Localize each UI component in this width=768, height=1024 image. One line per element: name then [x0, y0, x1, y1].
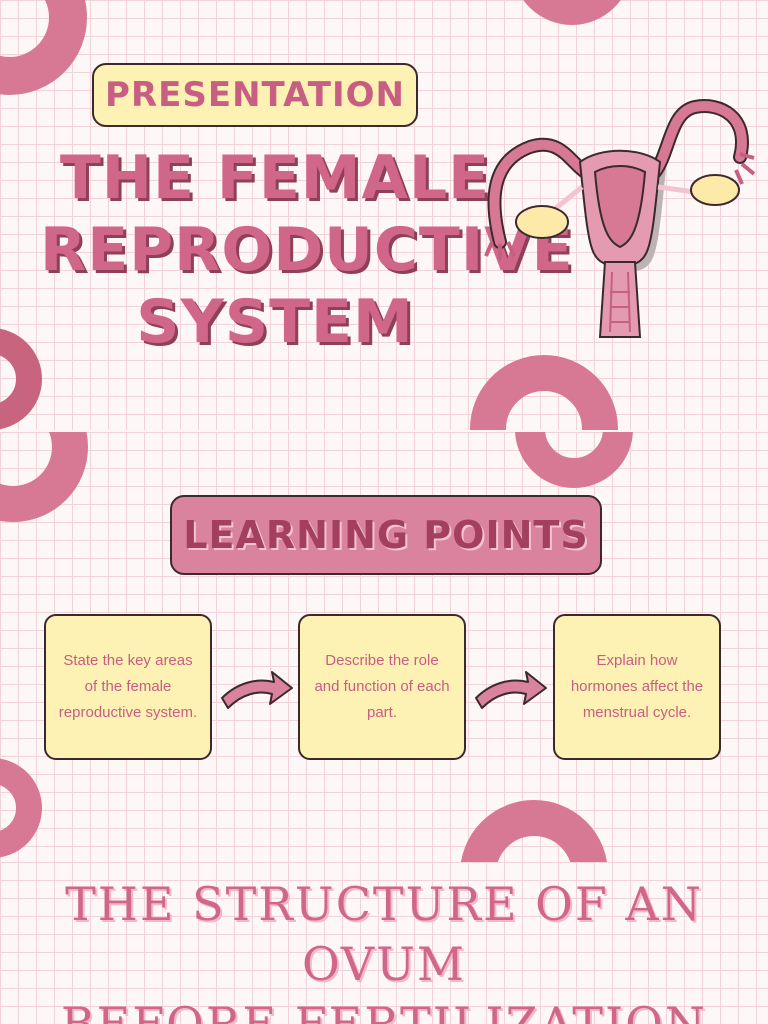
learning-card-text: Explain how hormones affect the menstrua… [570, 652, 704, 721]
page-title: The Female Reproductive System [40, 142, 574, 358]
ovum-title-line: The Structure of an Ovum [65, 877, 703, 991]
learning-card-3: Explain how hormones affect the menstrua… [553, 614, 721, 760]
title-line: The Female [59, 143, 491, 213]
ovum-title: The Structure of an Ovum Before Fertiliz… [0, 874, 768, 1024]
presentation-label: Presentation [105, 75, 405, 115]
curved-arrow-right-icon [221, 671, 293, 709]
learning-points-header: Learning Points [170, 495, 602, 575]
ovum-title-line: Before Fertilization [60, 997, 708, 1024]
title-line: System [136, 287, 414, 357]
ring-decoration [0, 328, 42, 430]
learning-card-2: Describe the role and function of each p… [298, 614, 466, 760]
uterus-illustration [484, 99, 756, 338]
learning-card-text: State the key areas of the female reprod… [58, 652, 198, 721]
ring-decoration [470, 355, 618, 430]
learning-card-1: State the key areas of the female reprod… [44, 614, 212, 760]
ring-decoration [460, 800, 608, 862]
ring-decoration [512, 0, 632, 25]
title-line: Reproductive [40, 215, 574, 285]
slide-title: Presentation The Female Reproductive Sys… [0, 0, 768, 430]
slide-ovum-structure: The Structure of an Ovum Before Fertiliz… [0, 862, 768, 1024]
ring-decoration [0, 758, 42, 858]
curved-arrow-right-icon [475, 671, 547, 709]
learning-card-text: Describe the role and function of each p… [314, 652, 450, 721]
presentation-badge: Presentation [92, 63, 418, 127]
learning-points-label: Learning Points [183, 513, 589, 557]
ring-decoration [515, 432, 633, 488]
ring-decoration [0, 432, 88, 522]
slide-learning-points: Learning Points State the key areas of t… [0, 432, 768, 862]
ring-decoration [0, 0, 87, 95]
